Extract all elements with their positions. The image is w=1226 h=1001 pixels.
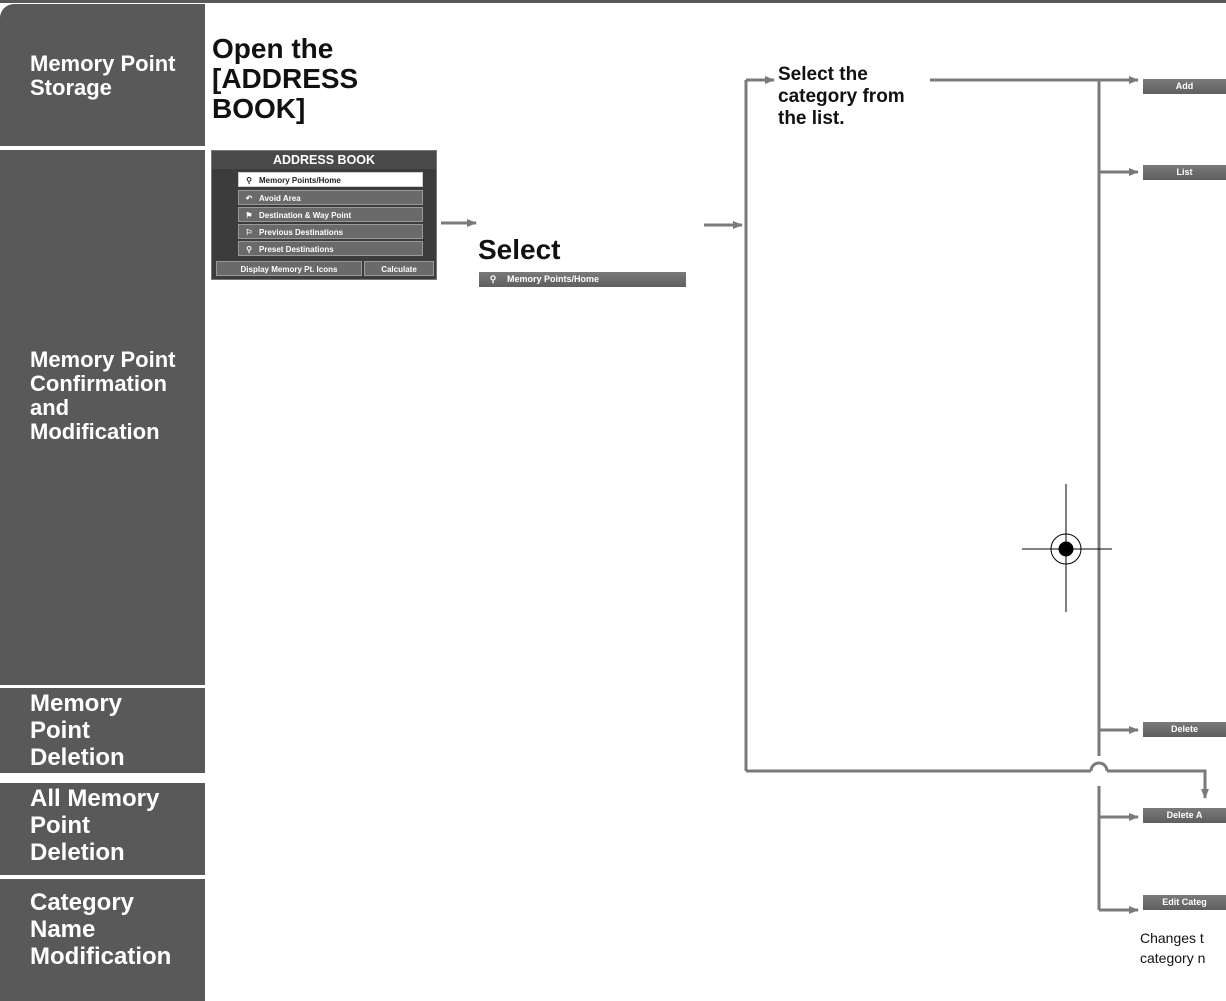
display-memory-icons-button[interactable]: Display Memory Pt. Icons bbox=[216, 261, 362, 276]
preset-destinations-icon: ⚲ bbox=[246, 245, 252, 254]
edit-category-button[interactable]: Edit Categ bbox=[1143, 895, 1226, 910]
address-book-title: ADDRESS BOOK bbox=[212, 151, 436, 169]
section-category-name-modification: Category Name Modification bbox=[0, 879, 205, 1001]
bottom-horizontal-right bbox=[1107, 769, 1209, 799]
section-label: Category Name Modification bbox=[30, 889, 172, 970]
delete-all-button[interactable]: Delete A bbox=[1143, 808, 1226, 823]
section-label: Memory Point Storage bbox=[30, 51, 176, 100]
line-hop bbox=[1089, 761, 1109, 772]
memory-point-icon: ⚲ bbox=[246, 176, 252, 185]
menu-item-destination-way-point[interactable]: ⚑Destination & Way Point bbox=[238, 207, 423, 222]
edit-category-note: Changes t category n bbox=[1140, 930, 1206, 966]
section-label: Memory Point Deletion bbox=[30, 690, 125, 771]
step2-heading: Select bbox=[478, 234, 561, 265]
menu-item-preset-destinations[interactable]: ⚲Preset Destinations bbox=[238, 241, 423, 256]
add-button[interactable]: Add bbox=[1143, 79, 1226, 94]
menu-item-avoid-area[interactable]: ↶Avoid Area bbox=[238, 190, 423, 205]
memory-point-icon: ⚲ bbox=[489, 274, 497, 284]
address-book-screen: ADDRESS BOOK ⚲Memory Points/Home ↶Avoid … bbox=[211, 150, 437, 280]
section-memory-point-storage: Memory Point Storage bbox=[0, 4, 205, 146]
section-memory-point-confirmation: Memory Point Confirmation and Modificati… bbox=[0, 150, 205, 685]
destination-icon: ⚑ bbox=[245, 211, 253, 220]
menu-item-previous-destinations[interactable]: ⚐Previous Destinations bbox=[238, 224, 423, 239]
step1-heading: Open the [ADDRESS BOOK] bbox=[212, 33, 359, 124]
section-label: All Memory Point Deletion bbox=[30, 785, 160, 866]
list-button[interactable]: List bbox=[1143, 165, 1226, 180]
section-memory-point-deletion: Memory Point Deletion bbox=[0, 688, 205, 773]
avoid-area-icon: ↶ bbox=[245, 194, 253, 203]
step3-text: Select the category from the list. bbox=[778, 64, 905, 129]
menu-item-memory-points[interactable]: ⚲Memory Points/Home bbox=[238, 172, 423, 187]
section-all-memory-point-deletion: All Memory Point Deletion bbox=[0, 783, 205, 875]
registration-mark bbox=[1022, 484, 1112, 612]
calculate-button[interactable]: Calculate bbox=[364, 261, 434, 276]
memory-points-home-button[interactable]: ⚲Memory Points/Home bbox=[479, 272, 686, 287]
previous-destinations-icon: ⚐ bbox=[245, 228, 253, 237]
section-label: Memory Point Confirmation and Modificati… bbox=[30, 347, 176, 444]
delete-button[interactable]: Delete bbox=[1143, 722, 1226, 737]
top-rule bbox=[0, 0, 1226, 3]
